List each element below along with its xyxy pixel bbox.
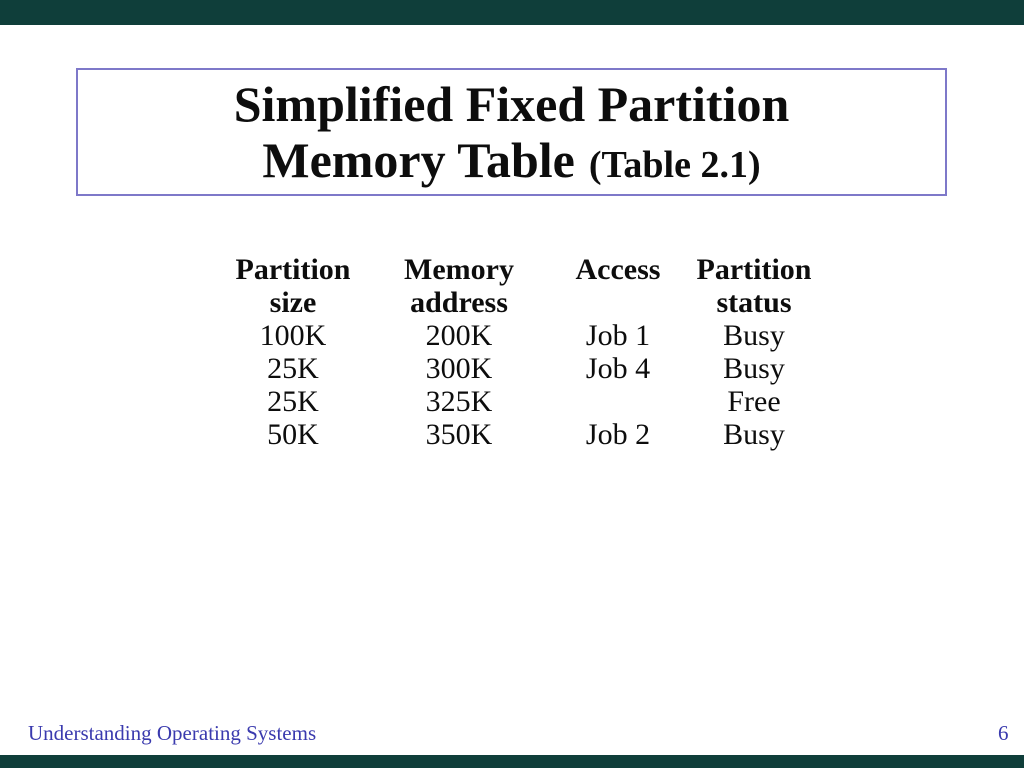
slide-title-line1: Simplified Fixed Partition (233, 76, 790, 132)
title-box: Simplified Fixed Partition Memory Table (… (76, 68, 947, 196)
footer-book-title: Understanding Operating Systems (28, 721, 317, 745)
table-cell: 325K (425, 385, 493, 418)
table-cell: Job 1 (585, 319, 651, 352)
slide-number: 6 (998, 721, 1009, 745)
table-cell: Job 2 (585, 418, 651, 451)
table-cell: 100K (259, 319, 327, 352)
table-header-access-line2 (542, 286, 694, 319)
table-header-partition-status-line2: status (716, 286, 792, 319)
table-header-partition-size: Partition (235, 253, 351, 286)
slide-title-line2: Memory Table (Table 2.1) (78, 132, 945, 193)
table-cell: Free (727, 385, 781, 418)
table-cell: 200K (425, 319, 493, 352)
slide-title-table-ref: (Table 2.1) (588, 144, 761, 186)
table-header-access: Access (575, 253, 661, 286)
table-cell (542, 385, 694, 418)
slide-title-line2-main: Memory Table (262, 132, 575, 188)
table-cell: 25K (267, 385, 319, 418)
table-cell: Busy (723, 319, 785, 352)
table-header-partition-status: Partition (696, 253, 812, 286)
table-cell: Busy (723, 352, 785, 385)
table-cell: 300K (425, 352, 493, 385)
bottom-border-bar (0, 755, 1024, 768)
table-cell: 25K (267, 352, 319, 385)
table-header-memory-address: Memory (404, 253, 514, 286)
table-cell: Job 4 (585, 352, 651, 385)
table-cell: Busy (723, 418, 785, 451)
memory-table: Partition Memory Access Partition size a… (210, 253, 814, 451)
top-border-bar (0, 0, 1024, 25)
table-header-memory-address-line2: address (410, 286, 508, 319)
table-cell: 50K (267, 418, 319, 451)
table-cell: 350K (425, 418, 493, 451)
table-header-partition-size-line2: size (269, 286, 317, 319)
